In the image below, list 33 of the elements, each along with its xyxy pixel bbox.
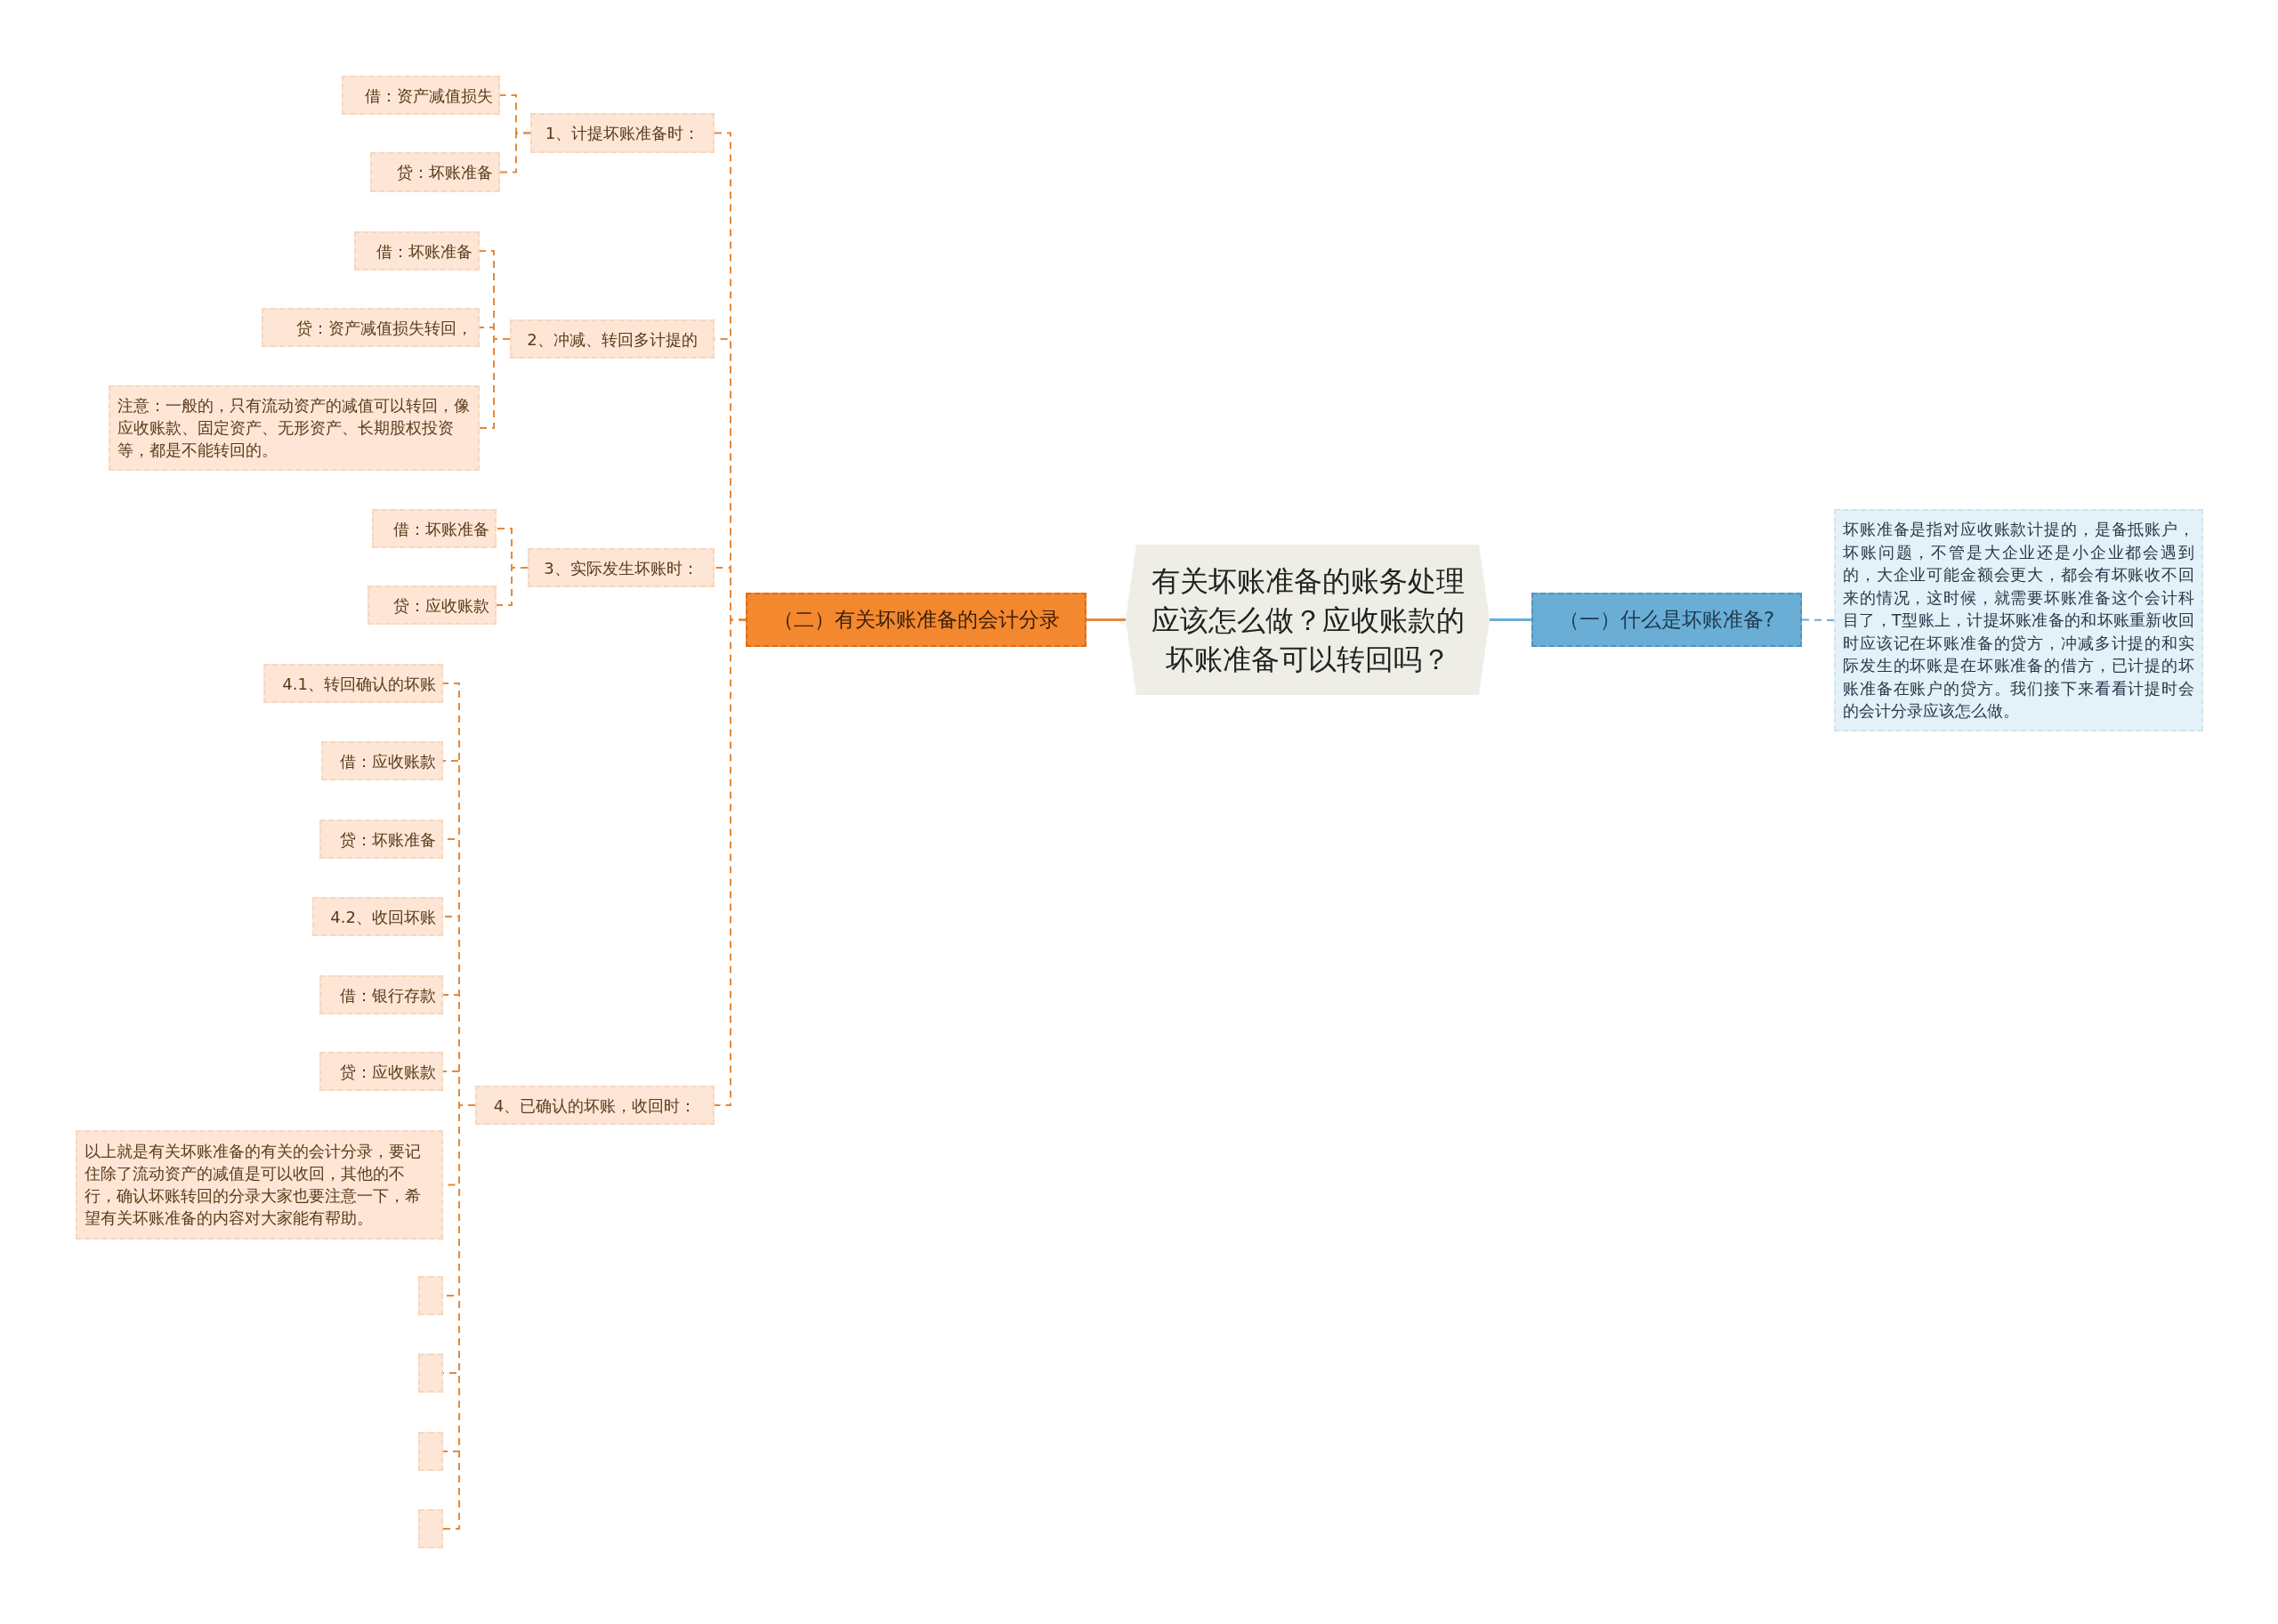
note-box: 以上就是有关坏账准备的有关的会计分录，要记住除了流动资产的减值是可以收回，其他的不行，确认坏账转回的分录大家也要注意一下，希望有关坏账准备的内容对大家能有帮助。 bbox=[76, 1130, 443, 1240]
topic-box: 借：坏账准备 bbox=[354, 231, 480, 271]
note-box: 注意：一般的，只有流动资产的减值可以转回，像应收账款、固定资产、无形资产、长期股权投资等，都是不能转回的。 bbox=[109, 385, 480, 471]
note-box: 坏账准备是指对应收账款计提的，是备抵账户，坏账问题，不管是大企业还是小企业都会遇到的，大企业可能金额会更大，都会有坏账收不回来的情况，这时候，就需要坏账准备这个会计科目了，T型账上，计提坏账准备的和坏账重新收回时应该记在坏账准备的贷方，冲减多计提的和实际发生的坏账是在坏账准备的借方，已计提的坏账准备在账户的贷方。我们接下来看看计提时会的会计分录应该怎么做。 bbox=[1834, 509, 2203, 731]
topic-box: 3、实际发生坏账时： bbox=[528, 548, 715, 587]
topic-box: 借：应收账款 bbox=[321, 741, 443, 780]
empty-box bbox=[418, 1509, 443, 1548]
branch-topic: （二）有关坏账准备的会计分录 bbox=[746, 593, 1086, 647]
topic-box: 4.1、转回确认的坏账 bbox=[263, 664, 443, 703]
topic-box: 贷：应收账款 bbox=[368, 586, 497, 625]
empty-box bbox=[418, 1276, 443, 1315]
topic-box: 1、计提坏账准备时： bbox=[530, 113, 715, 153]
connector bbox=[1801, 618, 1835, 621]
connector bbox=[1490, 618, 1531, 621]
topic-box: 借：银行存款 bbox=[319, 975, 443, 1014]
topic-box: 贷：坏账准备 bbox=[370, 152, 500, 192]
connector bbox=[499, 132, 531, 174]
connector bbox=[714, 618, 747, 1106]
topic-box: 贷：应收账款 bbox=[319, 1052, 443, 1091]
topic-box: 4、已确认的坏账，收回时： bbox=[475, 1086, 715, 1125]
topic-box: 借：坏账准备 bbox=[372, 509, 497, 548]
connector bbox=[1086, 618, 1126, 621]
connector bbox=[479, 338, 511, 429]
topic-box: 4.2、收回坏账 bbox=[312, 897, 443, 936]
topic-box: 贷：资产减值损失转回， bbox=[262, 308, 480, 347]
topic-box: 2、冲减、转回多计提的 bbox=[510, 319, 715, 359]
connector bbox=[496, 567, 529, 606]
empty-box bbox=[418, 1432, 443, 1471]
empty-box bbox=[418, 1353, 443, 1393]
topic-box: 借：资产减值损失 bbox=[342, 76, 500, 115]
topic-box: 贷：坏账准备 bbox=[319, 820, 443, 859]
branch-topic: （一）什么是坏账准备? bbox=[1531, 593, 1802, 647]
central-topic: 有关坏账准备的账务处理应该怎么做？应收账款的坏账准备可以转回吗？ bbox=[1126, 545, 1490, 695]
